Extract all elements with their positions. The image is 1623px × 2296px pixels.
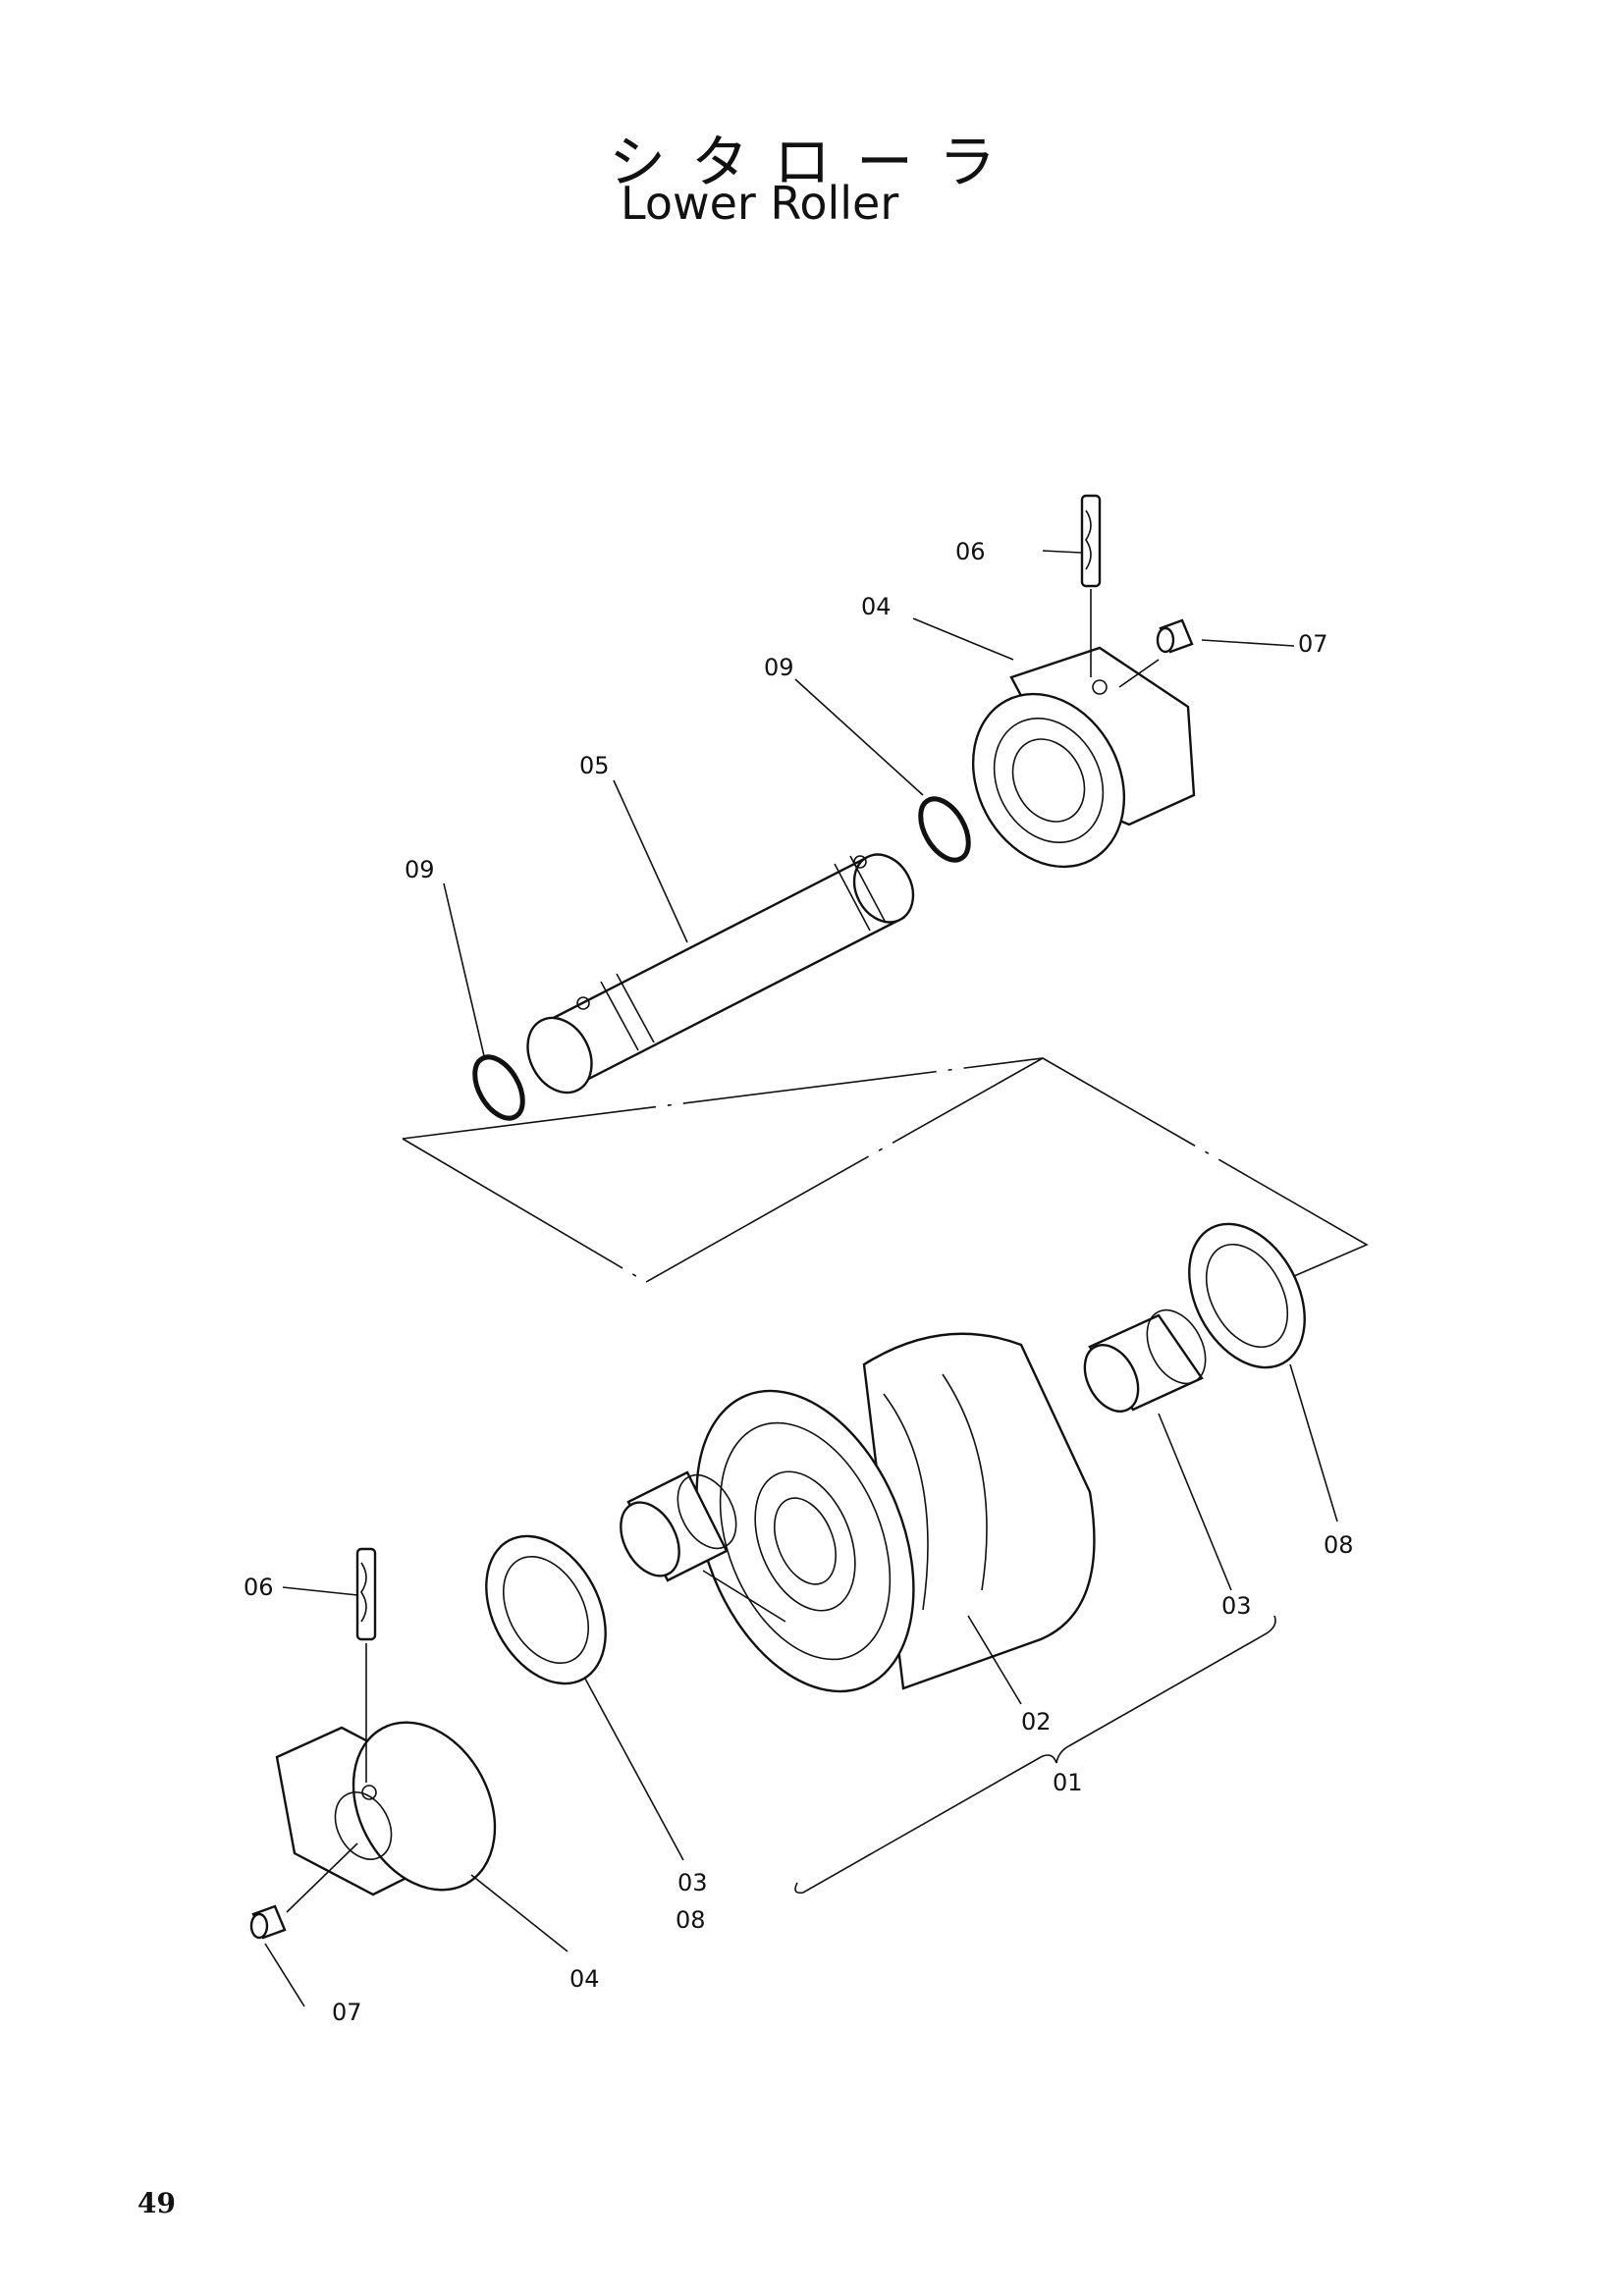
end-collar-04-lower xyxy=(275,1721,497,1896)
floating-seal-08-right xyxy=(1188,1222,1306,1369)
page-number: 49 xyxy=(137,2187,176,2219)
bushing-03-left xyxy=(620,1470,737,1582)
end-collar-04-upper xyxy=(971,646,1196,869)
label-06-upper: 06 xyxy=(955,538,986,565)
shaft-05 xyxy=(526,853,915,1095)
label-04-upper: 04 xyxy=(861,593,892,620)
roller-body-02 xyxy=(695,1332,1096,1693)
label-08-right: 08 xyxy=(1324,1531,1354,1559)
plug-07-lower xyxy=(249,1904,287,1940)
page-title: Lower Roller xyxy=(621,177,899,230)
label-02: 02 xyxy=(1021,1708,1052,1735)
label-08-left: 08 xyxy=(676,1906,706,1934)
label-05: 05 xyxy=(579,752,610,779)
bushing-03-right xyxy=(1083,1308,1207,1413)
assembly-brace xyxy=(794,1615,1276,1895)
roll-pin-06-lower xyxy=(355,1547,377,1641)
plug-07-upper xyxy=(1156,618,1194,654)
label-01: 01 xyxy=(1053,1769,1083,1796)
label-07-lower: 07 xyxy=(332,1999,362,2026)
label-06-lower: 06 xyxy=(243,1574,274,1601)
label-04-lower: 04 xyxy=(569,1965,600,1993)
label-09-right: 09 xyxy=(764,654,794,681)
page-title-japanese: シタローラ xyxy=(609,129,1022,195)
roll-pin-06-upper xyxy=(1080,494,1102,588)
floating-seal-08-left xyxy=(485,1534,607,1685)
label-09-left: 09 xyxy=(405,856,435,883)
o-ring-09-left xyxy=(472,1054,525,1121)
label-03-left: 03 xyxy=(677,1869,708,1896)
label-03-right: 03 xyxy=(1221,1592,1252,1620)
o-ring-09-right xyxy=(918,796,971,863)
label-07-upper: 07 xyxy=(1298,630,1328,658)
assembly-outline xyxy=(402,1057,1369,1283)
